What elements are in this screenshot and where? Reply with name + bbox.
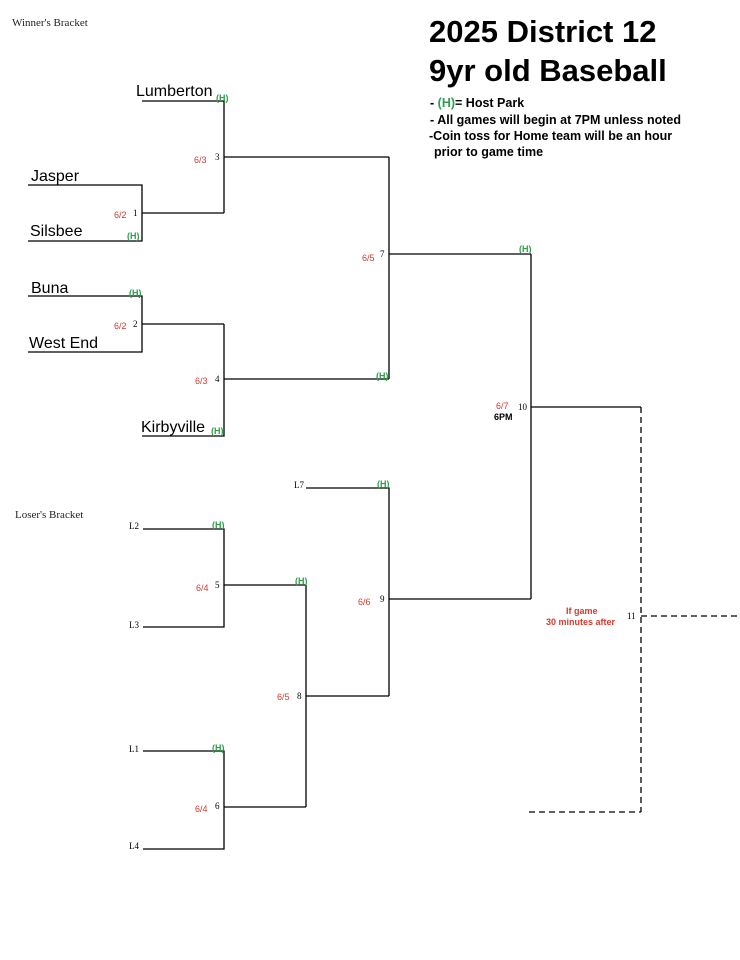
- loser-slot-l7: L7: [294, 480, 304, 490]
- loser-slot-l4: L4: [129, 841, 139, 851]
- game3-number: 3: [215, 152, 220, 162]
- team-lumberton: Lumberton: [136, 83, 213, 100]
- note-start-time: - All games will begin at 7PM unless not…: [430, 113, 681, 127]
- game2-date: 6/2: [114, 321, 127, 331]
- legend-dash: -: [430, 96, 435, 110]
- game9-date: 6/6: [358, 597, 371, 607]
- legend-host-text: = Host Park: [455, 96, 525, 110]
- note-coin-toss: -Coin toss for Home team will be an hour: [429, 129, 672, 143]
- game1-date: 6/2: [114, 210, 127, 220]
- loser-slot-l3: L3: [129, 620, 139, 630]
- game1-number: 1: [133, 208, 138, 218]
- note-coin-text-2: prior to game time: [434, 145, 544, 159]
- game11-note-line2: 30 minutes after: [546, 617, 616, 627]
- game11-number: 11: [627, 611, 636, 621]
- game3-connector: [142, 100, 225, 213]
- game10-number: 10: [518, 402, 527, 412]
- note-dash: -: [430, 113, 435, 127]
- game6-date: 6/4: [195, 804, 208, 814]
- note-start-text: All games will begin at 7PM unless noted: [437, 113, 681, 127]
- host-marker-buna: (H): [129, 288, 142, 298]
- game7-number: 7: [380, 249, 385, 259]
- game9-connector: [306, 487, 390, 696]
- game3-date: 6/3: [194, 155, 207, 165]
- game5-number: 5: [215, 580, 220, 590]
- page-title-line2: 9yr old Baseball: [429, 53, 667, 88]
- host-marker-l1: (H): [212, 743, 225, 753]
- host-marker-lumberton: (H): [216, 93, 229, 103]
- winners-bracket-label: Winner's Bracket: [12, 17, 88, 29]
- host-marker-kirbyville: (H): [211, 426, 224, 436]
- host-marker-game4: (H): [376, 371, 389, 381]
- legend-host: - (H)= Host Park: [430, 96, 524, 110]
- host-marker-silsbee: (H): [127, 231, 140, 241]
- team-silsbee: Silsbee: [30, 223, 83, 240]
- legend-host-code: (H): [437, 96, 456, 110]
- note-dash: -: [429, 129, 434, 143]
- game9-number: 9: [380, 594, 385, 604]
- host-marker-l2: (H): [212, 520, 225, 530]
- team-buna: Buna: [31, 280, 69, 297]
- game4-connector: [142, 324, 225, 437]
- game10-date: 6/7: [496, 401, 509, 411]
- game7-date: 6/5: [362, 253, 375, 263]
- game8-date: 6/5: [277, 692, 290, 702]
- loser-slot-l2: L2: [129, 521, 139, 531]
- game5-connector: [143, 528, 225, 628]
- game6-connector: [143, 750, 225, 850]
- game4-number: 4: [215, 374, 220, 384]
- team-west-end: West End: [29, 335, 99, 352]
- game2-number: 2: [133, 319, 138, 329]
- loser-slot-l1: L1: [129, 744, 139, 754]
- host-marker-l7: (H): [377, 479, 390, 489]
- game6-number: 6: [215, 801, 220, 811]
- game4-date: 6/3: [195, 376, 208, 386]
- page-title-line1: 2025 District 12: [429, 14, 657, 49]
- host-marker-game5: (H): [295, 576, 308, 586]
- game10-time: 6PM: [494, 412, 513, 422]
- game8-number: 8: [297, 691, 302, 701]
- team-kirbyville: Kirbyville: [141, 419, 206, 436]
- team-jasper: Jasper: [31, 168, 80, 185]
- losers-bracket-label: Loser's Bracket: [15, 509, 84, 521]
- game5-date: 6/4: [196, 583, 209, 593]
- host-marker-game7: (H): [519, 244, 532, 254]
- game11-note-line1: If game: [566, 606, 598, 616]
- note-coin-text-1: Coin toss for Home team will be an hour: [433, 129, 673, 143]
